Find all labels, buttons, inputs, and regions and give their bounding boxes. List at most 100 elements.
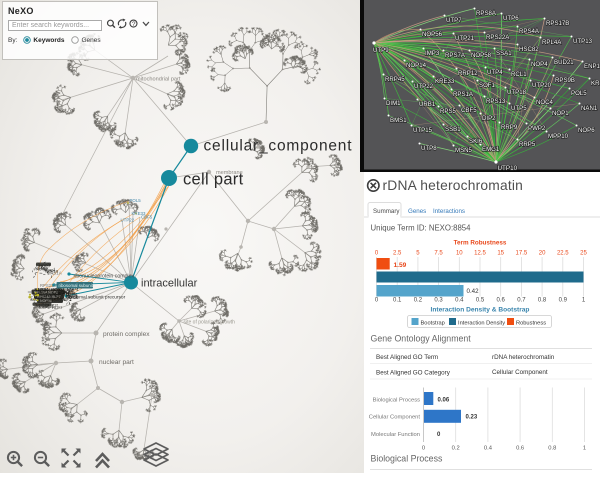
svg-text:EMG1: EMG1	[482, 146, 500, 153]
svg-text:20: 20	[539, 250, 546, 256]
svg-text:RPL16A NOP2: RPL16A NOP2	[34, 291, 58, 295]
svg-text:NOP14: NOP14	[406, 62, 427, 69]
svg-text:protein complex: protein complex	[103, 331, 150, 338]
svg-text:NOP56: NOP56	[40, 299, 52, 303]
svg-text:Best Aligned GO Category: Best Aligned GO Category	[376, 369, 451, 376]
svg-text:PUF6: PUF6	[63, 290, 75, 295]
svg-text:Biological Process: Biological Process	[371, 453, 443, 463]
svg-text:RLP7: RLP7	[66, 292, 76, 296]
svg-text:NOP16: NOP16	[45, 269, 59, 274]
svg-text:NOP4: NOP4	[531, 61, 548, 68]
svg-text:RLP24: RLP24	[49, 296, 62, 301]
svg-text:TIF6: TIF6	[40, 266, 48, 270]
svg-text:5: 5	[416, 250, 420, 256]
svg-text:7.5: 7.5	[434, 250, 443, 256]
svg-text:0: 0	[422, 445, 425, 451]
svg-text:NOP7: NOP7	[39, 304, 49, 308]
svg-text:Bootstrap: Bootstrap	[421, 320, 445, 326]
svg-text:KRE33: KRE33	[435, 78, 455, 85]
svg-text:DBP10: DBP10	[52, 292, 66, 297]
svg-text:Best Aligned GO Term: Best Aligned GO Term	[376, 354, 438, 361]
svg-text:BUD21: BUD21	[554, 59, 574, 66]
svg-text:UTP10: UTP10	[498, 165, 518, 172]
svg-text:cellular_component: cellular_component	[204, 138, 353, 155]
svg-text:ribosomal subunit precursor: ribosomal subunit precursor	[66, 295, 126, 301]
svg-text:RPS1A: RPS1A	[453, 91, 474, 98]
svg-text:15: 15	[497, 250, 504, 256]
svg-text:RPL5: RPL5	[68, 295, 79, 300]
svg-text:UTP22: UTP22	[121, 218, 135, 223]
svg-text:MAK21: MAK21	[33, 292, 49, 297]
svg-text:RRP5: RRP5	[519, 141, 536, 148]
svg-text:NOP58: NOP58	[36, 268, 48, 272]
svg-text:Cellular Component: Cellular Component	[492, 369, 548, 376]
svg-text:RCL1: RCL1	[511, 71, 527, 78]
svg-text:SSF1: SSF1	[61, 297, 72, 302]
svg-text:0.8: 0.8	[548, 445, 556, 451]
svg-text:Term Robustness: Term Robustness	[454, 239, 507, 246]
svg-text:RPL4A: RPL4A	[542, 39, 562, 46]
svg-text:PWP2: PWP2	[528, 125, 546, 132]
svg-text:NOP12: NOP12	[47, 304, 59, 308]
svg-text:0.4: 0.4	[455, 297, 464, 303]
svg-text:17.5: 17.5	[516, 250, 528, 256]
svg-text:RPS17B: RPS17B	[546, 20, 569, 27]
svg-text:NSA2: NSA2	[50, 297, 62, 302]
svg-text:SSB1: SSB1	[445, 126, 461, 133]
svg-text:0.4: 0.4	[484, 445, 493, 451]
svg-text:22.5: 22.5	[557, 250, 569, 256]
svg-text:1.59: 1.59	[394, 261, 407, 268]
svg-text:DIP2: DIP2	[482, 115, 496, 122]
svg-text:CBF5: CBF5	[461, 107, 477, 114]
svg-text:SSF1: SSF1	[58, 291, 70, 296]
svg-text:0: 0	[437, 432, 441, 438]
svg-text:RPS9B: RPS9B	[555, 77, 575, 84]
svg-text:UTP6: UTP6	[66, 292, 78, 297]
svg-text:RRP45: RRP45	[385, 76, 405, 83]
svg-text:UTP15: UTP15	[413, 127, 433, 134]
svg-text:0.2: 0.2	[414, 297, 423, 303]
svg-text:ribosomal subunit: ribosomal subunit	[59, 283, 94, 288]
svg-text:NOP12: NOP12	[33, 292, 48, 297]
svg-text:RPS24A RLP7: RPS24A RLP7	[37, 295, 61, 299]
svg-text:IMP3: IMP3	[425, 50, 440, 57]
svg-text:RRP9: RRP9	[66, 294, 78, 299]
svg-text:SKI6: SKI6	[469, 138, 483, 145]
svg-text:UTP13: UTP13	[573, 38, 593, 45]
svg-text:Genes: Genes	[408, 207, 426, 214]
svg-text:?: ?	[132, 21, 136, 28]
svg-text:RPS13: RPS13	[486, 98, 506, 105]
svg-text:0.2: 0.2	[452, 445, 460, 451]
svg-text:MAK16: MAK16	[42, 305, 54, 309]
svg-text:12.5: 12.5	[474, 250, 486, 256]
svg-text:Cellular Component: Cellular Component	[369, 414, 421, 420]
svg-text:0.8: 0.8	[538, 297, 547, 303]
svg-text:NOC4: NOC4	[536, 99, 554, 106]
svg-text:BMS1: BMS1	[390, 117, 407, 124]
svg-text:RRP9: RRP9	[501, 124, 518, 131]
svg-text:UTP7: UTP7	[446, 17, 462, 24]
svg-text:site of polarized growth: site of polarized growth	[184, 319, 236, 325]
svg-text:Interaction Density & Bootstra: Interaction Density & Bootstrap	[431, 306, 530, 313]
svg-text:RPS4A: RPS4A	[519, 28, 540, 35]
svg-text:YTM1: YTM1	[35, 290, 48, 295]
svg-text:RPS21A: RPS21A	[40, 283, 56, 288]
svg-text:MAK21: MAK21	[31, 297, 45, 302]
svg-text:KRE33: KRE33	[132, 211, 146, 216]
svg-text:0: 0	[375, 297, 379, 303]
svg-text:rDNA heterochromatin: rDNA heterochromatin	[383, 178, 524, 193]
svg-text:CIC1: CIC1	[61, 290, 71, 295]
svg-text:rDNA heterochromatin: rDNA heterochromatin	[492, 354, 555, 361]
svg-text:RPS7A: RPS7A	[445, 52, 466, 59]
svg-text:0.3: 0.3	[434, 297, 443, 303]
svg-text:Molecular Function: Molecular Function	[371, 432, 420, 438]
svg-text:UTP6: UTP6	[503, 15, 519, 22]
svg-text:0.9: 0.9	[559, 297, 568, 303]
svg-text:DIM1: DIM1	[386, 100, 401, 107]
svg-text:0.23: 0.23	[466, 414, 478, 420]
svg-text:NAN1: NAN1	[581, 105, 598, 112]
svg-text:NSA2: NSA2	[35, 266, 45, 270]
svg-text:RPS22A: RPS22A	[486, 34, 510, 41]
svg-text:Summary: Summary	[373, 207, 400, 214]
svg-text:Gene Ontology Alignment: Gene Ontology Alignment	[371, 333, 472, 343]
